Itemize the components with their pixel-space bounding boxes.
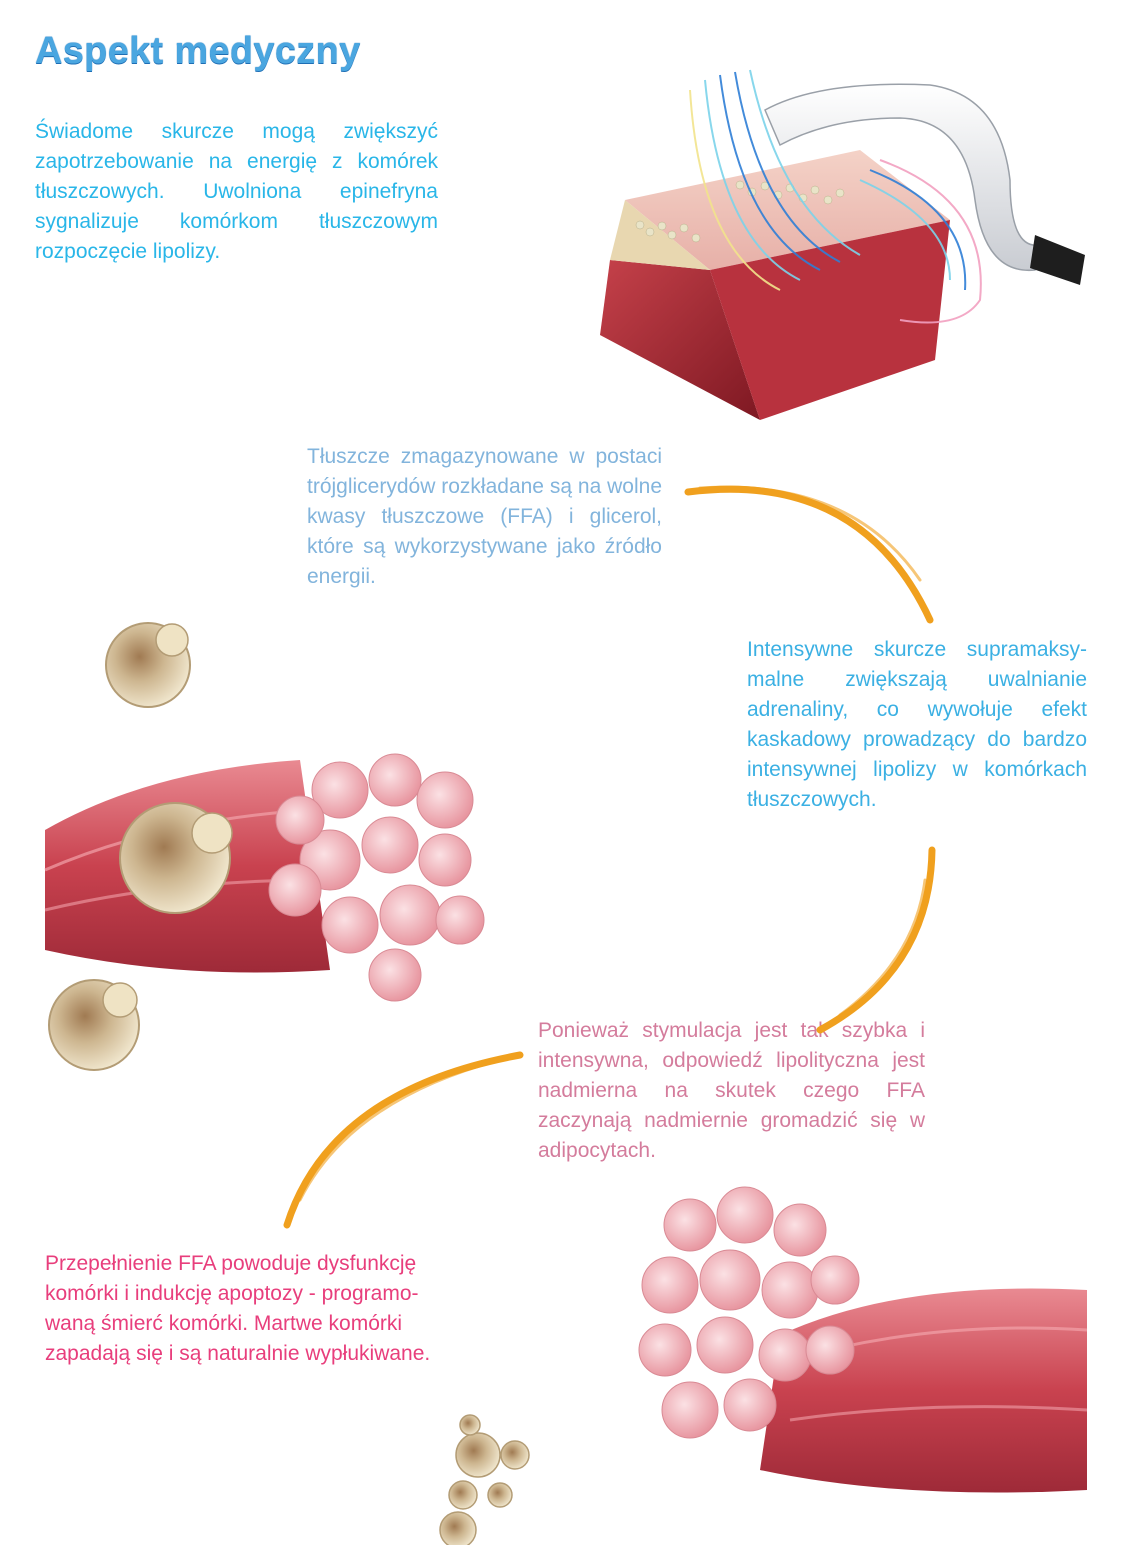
paragraph-conscious-contractions: Świadome skurcze mogą zwiększyć zapotrze…	[35, 120, 438, 263]
fat-cell-1	[105, 622, 191, 708]
arrow-arc-3	[283, 1051, 524, 1229]
paragraph-triglycerides: Tłuszcze zmagazynowane w postaci trójgli…	[307, 445, 662, 588]
fat-cell-3	[48, 979, 140, 1071]
paragraph-supramaximal-contractions: Intensywne skurcze supramaksy-malne zwię…	[747, 638, 1087, 811]
muscle-bundle-right	[638, 1186, 1088, 1493]
paragraph-apoptosis: Przepełnienie FFA powoduje dysfunkcję ko…	[45, 1252, 431, 1365]
page-title: Aspekt medyczny	[35, 30, 361, 72]
fat-cell-cluster	[439, 1414, 530, 1545]
fat-cell-2	[119, 802, 233, 914]
arrow-arc-1	[684, 485, 934, 624]
arrow-arc-2	[816, 846, 936, 1034]
muscle-bundle-left	[44, 753, 485, 1002]
applicator-illustration	[600, 69, 1085, 420]
